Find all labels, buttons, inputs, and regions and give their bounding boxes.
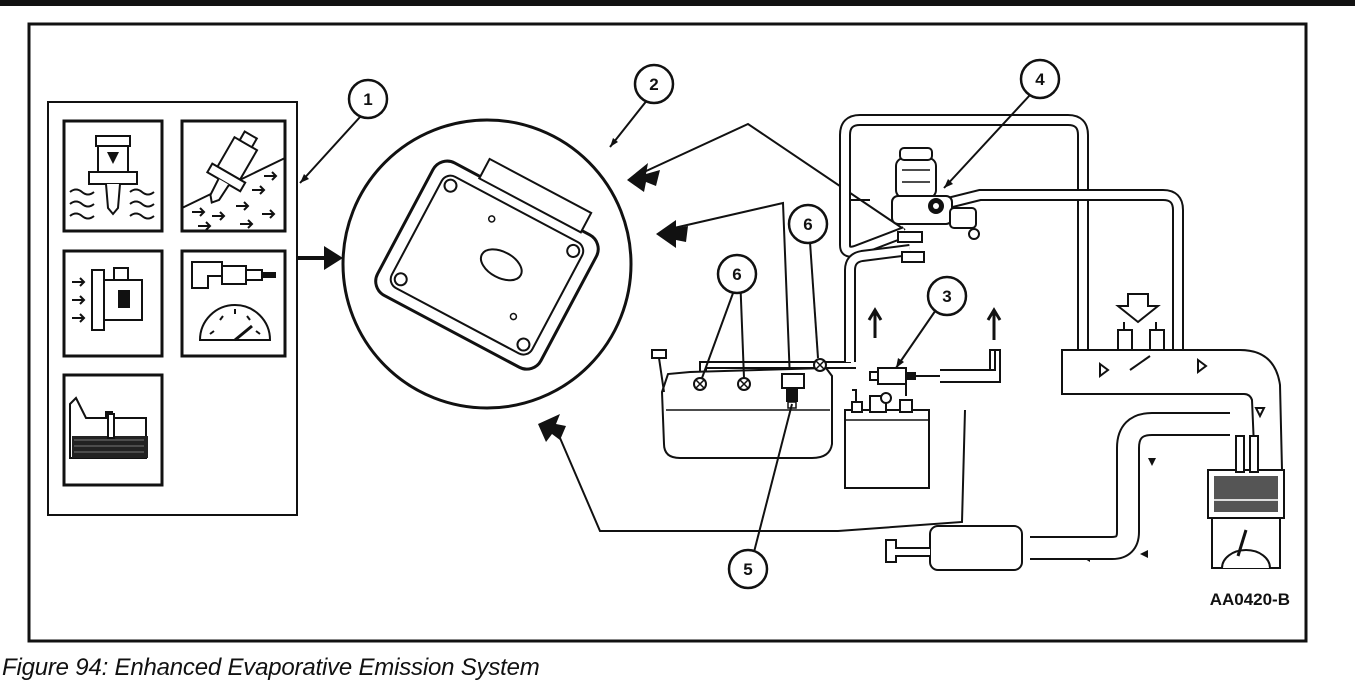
rollover-valve xyxy=(813,358,827,372)
callout-2: 2 xyxy=(633,63,675,105)
callout-1: 1 xyxy=(347,78,389,120)
air-temp-sensor-icon xyxy=(180,119,287,233)
callout-6b: 6 xyxy=(787,203,829,245)
engine-cylinder xyxy=(1207,435,1285,569)
rollover-valve xyxy=(737,377,751,391)
mass-airflow-sensor-icon xyxy=(62,249,164,358)
top-rule xyxy=(0,0,1355,6)
canister-vent-solenoid xyxy=(869,349,1001,396)
fuel-tank-pressure-sensor xyxy=(781,373,805,409)
coolant-temp-sensor-icon xyxy=(62,119,164,233)
sensor-input-panel xyxy=(47,101,298,516)
callout-1-label: 1 xyxy=(363,90,372,109)
callout-3: 3 xyxy=(926,275,968,317)
diagram-frame xyxy=(27,22,1308,643)
callout-5: 5 xyxy=(727,548,769,590)
fuel-tank xyxy=(651,349,833,459)
callout-5-label: 5 xyxy=(743,560,752,579)
callout-6a-label: 6 xyxy=(732,265,741,284)
figure-caption: Figure 94: Enhanced Evaporative Emission… xyxy=(2,654,540,681)
rollover-valve xyxy=(693,377,707,391)
drawing-code: AA0420-B xyxy=(1210,590,1290,609)
evap-canister xyxy=(844,389,930,489)
powertrain-control-module xyxy=(341,118,633,410)
pcm-signal-lines xyxy=(538,122,966,532)
input-arrow xyxy=(297,246,343,270)
purge-hoses xyxy=(839,114,1184,362)
pressure-gauge-sensor-icon xyxy=(180,249,287,358)
evap-purge-valve xyxy=(891,147,980,263)
callout-6a: 6 xyxy=(716,253,758,295)
callout-3-label: 3 xyxy=(942,287,951,306)
exhaust-pipe xyxy=(885,412,1230,571)
callout-4: 4 xyxy=(1019,58,1061,100)
callout-6b-label: 6 xyxy=(803,215,812,234)
fuel-tank-sensor-icon xyxy=(62,373,164,487)
callout-4-label: 4 xyxy=(1035,70,1045,89)
callout-2-label: 2 xyxy=(649,75,658,94)
